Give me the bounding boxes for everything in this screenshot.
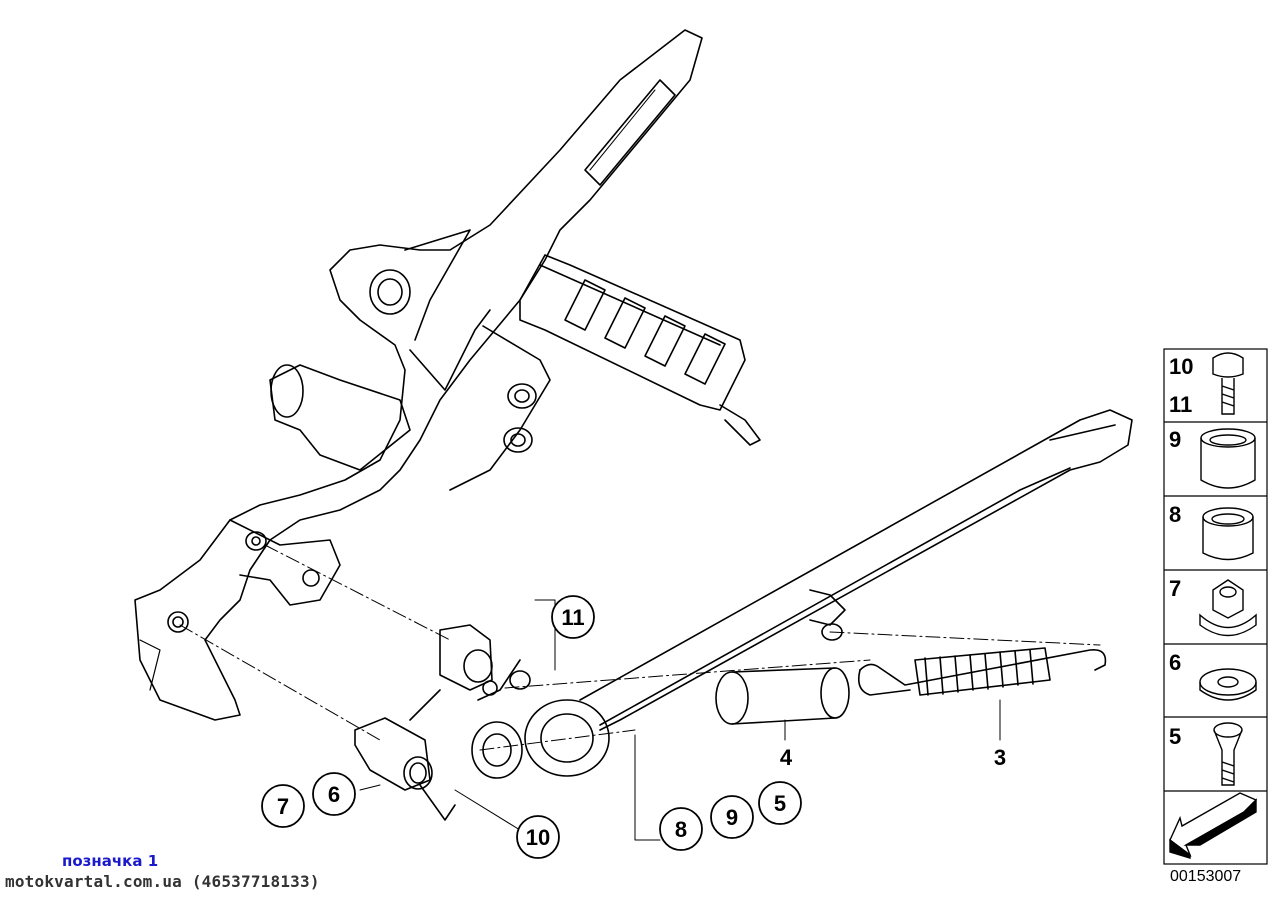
svg-text:10: 10: [1169, 354, 1193, 379]
svg-text:11: 11: [561, 605, 584, 630]
svg-text:9: 9: [726, 805, 738, 830]
svg-text:8: 8: [675, 817, 687, 842]
legend-row-arrow: [1169, 792, 1258, 859]
bushing-icon: [1200, 428, 1256, 489]
legend-row-5: 5: [1169, 722, 1243, 786]
bushing-icon: [1202, 507, 1254, 561]
callout-5: 5: [758, 781, 802, 825]
callout-10: 10: [516, 815, 560, 859]
svg-text:5: 5: [1169, 724, 1181, 749]
svg-text:6: 6: [328, 782, 340, 807]
label-4: 4: [780, 745, 793, 770]
svg-text:7: 7: [1169, 576, 1181, 601]
svg-text:9: 9: [1169, 427, 1181, 452]
svg-text:11: 11: [1169, 392, 1192, 417]
svg-text:5: 5: [774, 791, 786, 816]
label-3: 3: [994, 745, 1006, 770]
frame-bracket: [134, 29, 703, 721]
bolt-icon: [1212, 352, 1244, 415]
watermark: motokvartal.com.ua (46537718133): [5, 872, 320, 891]
svg-text:4: 4: [780, 745, 793, 770]
svg-text:7: 7: [277, 794, 289, 819]
svg-text:8: 8: [1169, 502, 1181, 527]
callout-9: 9: [710, 795, 754, 839]
legend-row-10-11: 10 11: [1169, 352, 1244, 417]
spring-part-3: [857, 647, 1107, 696]
washer-icon: [1199, 668, 1257, 701]
bushing-parts-6-7: [354, 624, 531, 821]
svg-text:6: 6: [1169, 650, 1181, 675]
svg-text:3: 3: [994, 745, 1006, 770]
callout-11: 11: [551, 595, 595, 639]
diagram-code: 00153007: [1170, 868, 1242, 885]
svg-text:10: 10: [526, 825, 550, 850]
parts-legend: 10 11 9 8 7: [1163, 348, 1268, 865]
callout-7: 7: [261, 784, 305, 828]
footpeg: [519, 254, 761, 446]
bushing-part-4: [715, 667, 850, 725]
legend-row-8: 8: [1169, 502, 1254, 561]
nut-icon: [1199, 579, 1257, 637]
side-stand: [524, 409, 1133, 777]
callout-6: 6: [312, 772, 356, 816]
marker-label: позначка 1: [62, 852, 159, 870]
legend-row-9: 9: [1169, 427, 1256, 489]
arrow-icon: [1169, 792, 1258, 859]
screw-icon: [1213, 722, 1243, 786]
callout-8: 8: [659, 807, 703, 851]
legend-row-7: 7: [1169, 576, 1257, 637]
legend-row-6: 6: [1169, 650, 1257, 701]
